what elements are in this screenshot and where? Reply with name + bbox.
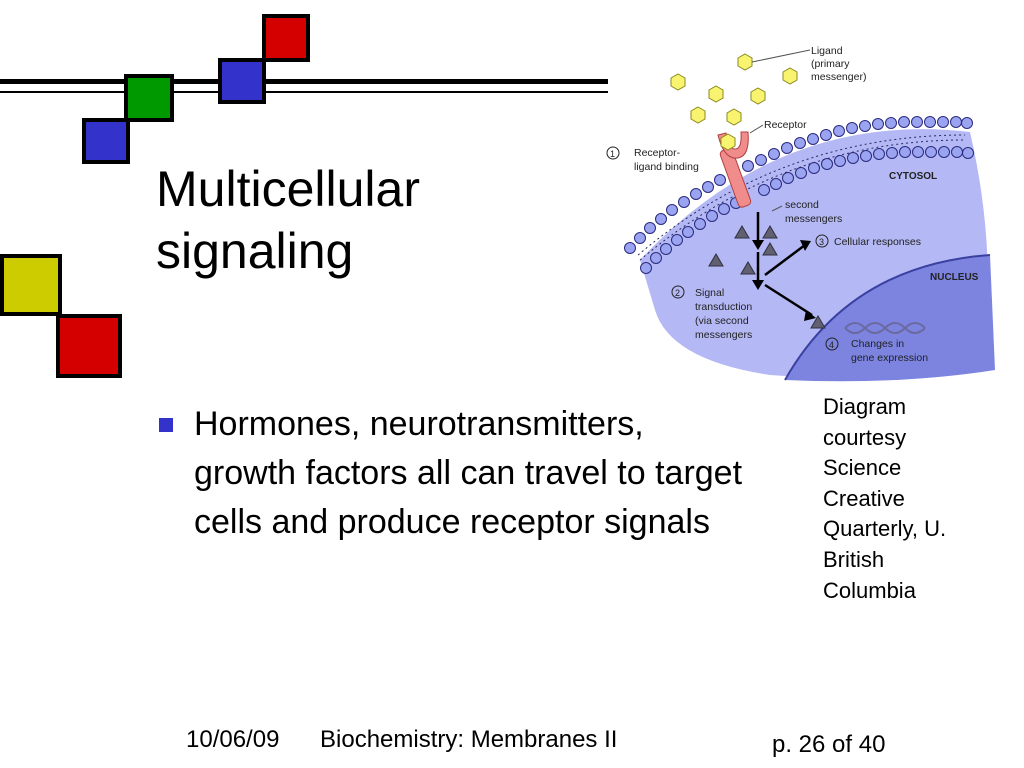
nuclear-envelope [784, 254, 991, 381]
credit-line: Diagram [823, 394, 907, 419]
step-number: 4 [829, 340, 834, 350]
receptor-label: Receptor [764, 119, 807, 131]
label-leaders [749, 49, 811, 212]
decor-square-blue-top [218, 58, 266, 104]
second-messengers-label: messengers [785, 213, 842, 225]
credit-line: Science [823, 455, 902, 481]
signaling-diagram: Ligand (primary messenger) Receptor 1 Re… [606, 45, 995, 382]
step4-label: Changes in [851, 338, 904, 350]
decor-square-yellow [0, 254, 62, 316]
cytosol-label: CYTOSOL [889, 171, 937, 182]
slide-title: Multicellular signaling [156, 158, 420, 282]
ligand-label: (primary [811, 58, 850, 70]
footer-page-number: p. 26 of 40 [772, 731, 886, 758]
bullet-text: Hormones, neurotransmitters, growth fact… [194, 405, 743, 541]
nucleus-label: NUCLEUS [930, 272, 979, 283]
diagram-labels: Ligand (primary messenger) Receptor 1 Re… [606, 45, 979, 364]
footer-date: 10/06/09 [186, 726, 280, 753]
decor-line-top [0, 79, 608, 84]
ligand-label: messenger) [811, 71, 866, 83]
step2-label: (via second [695, 315, 749, 327]
step-number: 3 [819, 237, 824, 247]
membrane-inner [640, 146, 974, 274]
diagram-credit: Diagram courtesy Science Creative Quarte… [823, 392, 1003, 606]
step-number-icon [606, 146, 620, 160]
step1-label: ligand binding [634, 161, 699, 173]
membrane-tails [637, 134, 966, 261]
dna-helix [844, 322, 926, 334]
step2-label: Signal [695, 287, 724, 299]
second-messenger-triangles [708, 225, 826, 329]
step2-label: messengers [695, 329, 752, 341]
bullet-square-icon [159, 418, 173, 432]
step4-label: gene expression [851, 352, 928, 364]
membrane-outer [624, 116, 973, 254]
decor-line-bottom [0, 91, 608, 93]
step-number: 2 [675, 288, 680, 298]
slide-title-line: signaling [156, 223, 354, 279]
step-number: 1 [610, 149, 615, 159]
footer-course: Biochemistry: Membranes II [320, 726, 618, 753]
step-number-icon [671, 285, 685, 299]
ligand-label: Ligand [811, 45, 843, 57]
decor-square-red-bottom [56, 314, 122, 378]
credit-line: Creative [823, 485, 905, 511]
decor-square-green [124, 74, 174, 122]
arrow-heads [752, 240, 816, 321]
credit-line: Quarterly, U. [823, 516, 947, 542]
slide-title-line: Multicellular [156, 161, 420, 217]
credit-line: courtesy [823, 424, 907, 450]
decor-square-blue-left [82, 118, 130, 164]
second-messengers-label: second [785, 199, 819, 211]
step3-label: Cellular responses [834, 236, 921, 248]
pathway-arrows [756, 212, 813, 317]
credit-line: British [823, 546, 885, 572]
ligand-molecules [670, 53, 798, 151]
credit-line: Columbia [823, 577, 916, 603]
decor-square-red-top [262, 14, 310, 62]
nucleus-region [785, 255, 995, 382]
step-number-icon [825, 337, 839, 351]
step1-label: Receptor- [634, 147, 681, 159]
step-number-icon [815, 234, 829, 248]
step2-label: transduction [695, 301, 752, 313]
